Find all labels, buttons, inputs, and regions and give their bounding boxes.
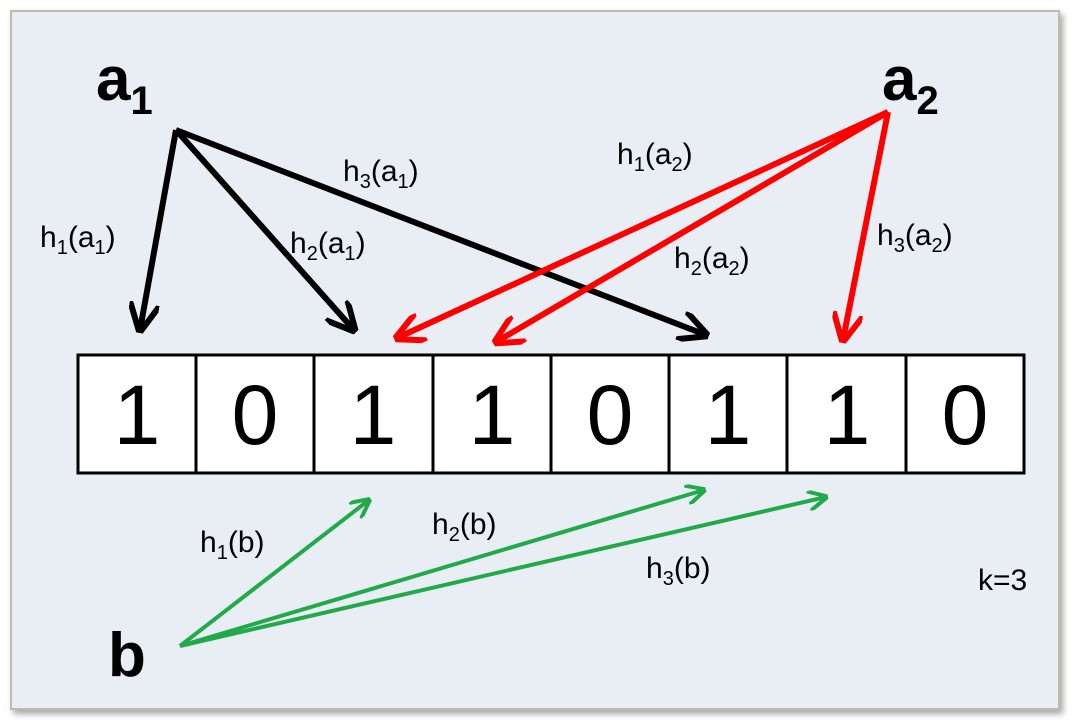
bit-cell-1: 0 [232,368,279,462]
label-a2-h3: h3(a2) [877,219,953,257]
node-b: b [108,621,146,690]
bit-cell-5: 1 [705,368,752,462]
bit-cell-3: 1 [469,368,516,462]
label-a1-h1: h1(a1) [40,221,116,259]
label-a2-h1: h1(a2) [617,138,693,176]
a2-hash-arrows [397,109,891,342]
label-b-h3: h3(b) [646,552,711,590]
b-hash-arrows [178,490,826,648]
a1-hash-arrows [140,127,706,335]
label-b-h1: h1(b) [200,526,265,564]
arrow-a1-h2 [173,128,354,330]
bit-cell-2: 1 [350,368,397,462]
arrow-a2-h1 [397,109,890,338]
arrow-a1-h3 [174,127,706,335]
arrow-a2-h2 [496,109,890,342]
bit-cell-7: 0 [942,368,989,462]
bit-array: 1 0 1 1 0 1 1 0 [76,353,1026,475]
label-a1-h2: h2(a1) [290,227,366,265]
bit-cell-6: 1 [824,368,871,462]
bit-cell-4: 0 [587,368,634,462]
arrow-a2-h3 [843,111,891,340]
arrow-b-h2 [179,490,704,648]
arrow-a1-h1 [140,129,179,330]
label-a1-h3: h3(a1) [343,155,419,193]
node-a2: a2 [882,45,939,123]
k-label: k=3 [978,564,1027,597]
label-a2-h2: h2(a2) [674,242,750,280]
bit-cell-0: 1 [114,368,161,462]
label-b-h2: h2(b) [432,508,497,546]
arrow-b-h3 [179,497,826,648]
arrow-b-h1 [178,500,369,648]
node-a1: a1 [96,45,153,123]
